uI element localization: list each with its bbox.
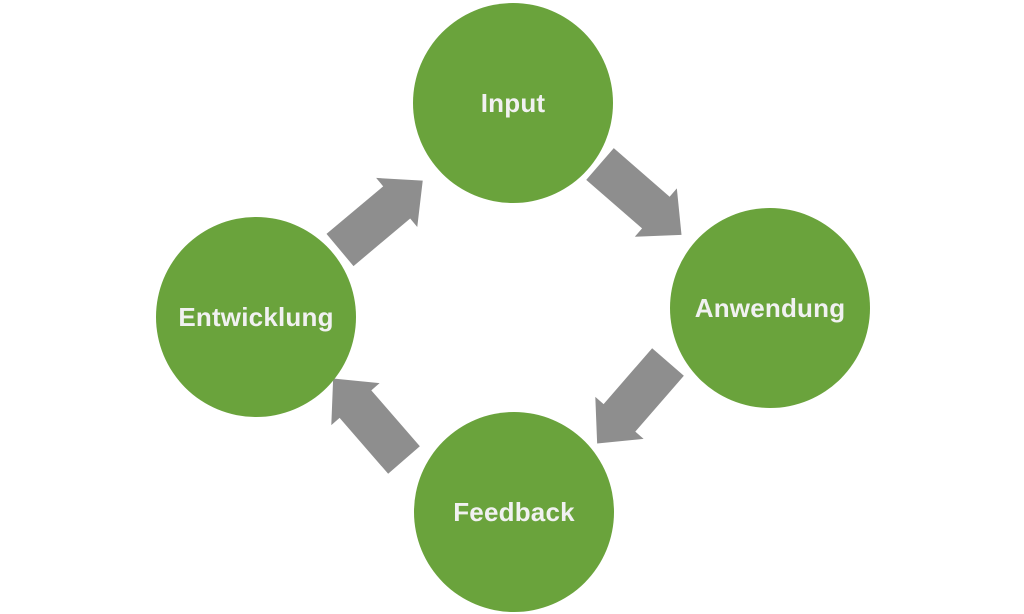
arrow-anwendung-to-feedback-icon bbox=[595, 348, 684, 444]
node-feedback-label: Feedback bbox=[453, 496, 575, 527]
node-anwendung: Anwendung bbox=[670, 208, 870, 408]
node-entwicklung: Entwicklung bbox=[156, 217, 356, 417]
node-input: Input bbox=[413, 3, 613, 203]
arrow-feedback-to-entwicklung-icon bbox=[331, 378, 420, 474]
node-anwendung-label: Anwendung bbox=[694, 292, 846, 323]
arrow-input-to-anwendung-icon bbox=[586, 148, 682, 237]
node-feedback: Feedback bbox=[414, 412, 614, 612]
node-input-label: Input bbox=[480, 87, 546, 118]
node-entwicklung-label: Entwicklung bbox=[178, 301, 334, 332]
arrow-entwicklung-to-input-icon bbox=[326, 177, 423, 267]
